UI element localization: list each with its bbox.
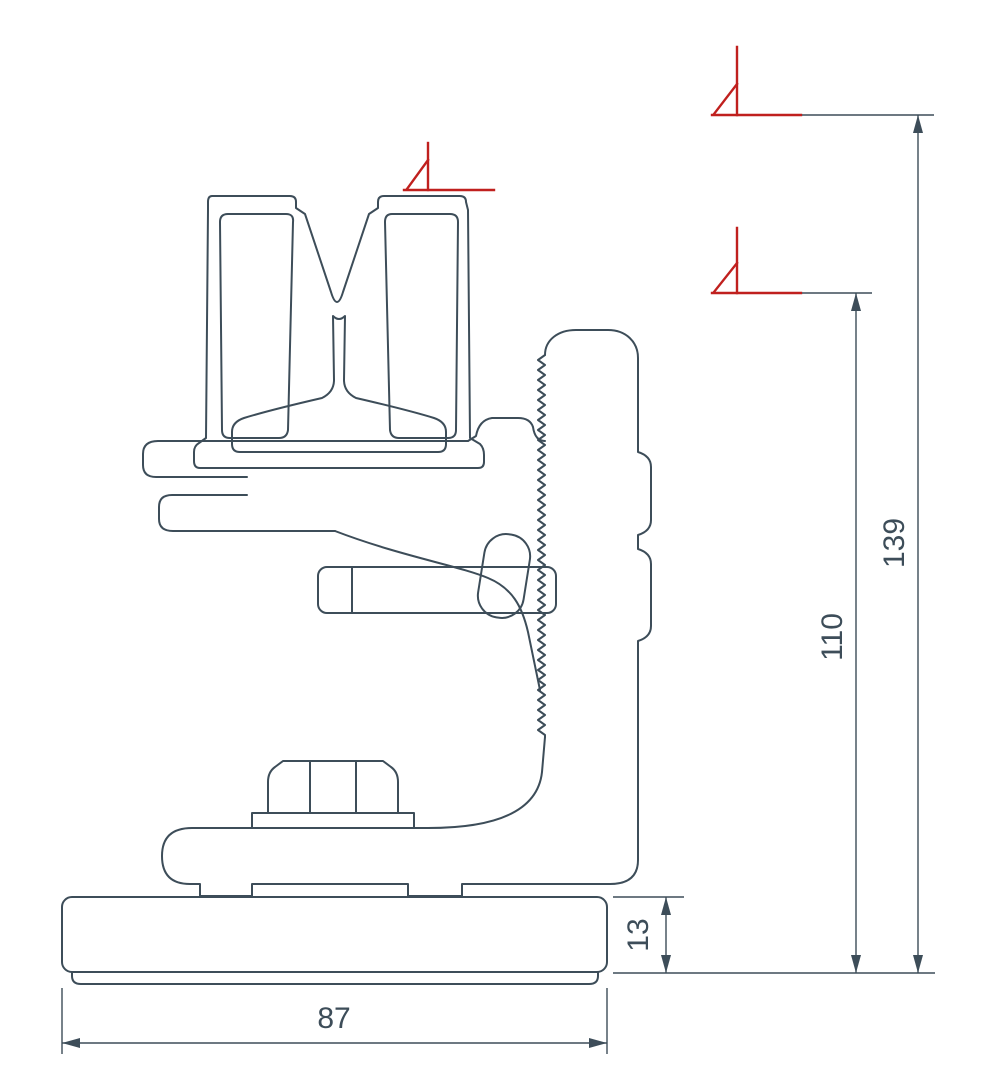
bolt-washer <box>251 812 415 829</box>
arrowhead-top <box>851 293 861 311</box>
datum-tick <box>712 82 739 116</box>
dim-base-thickness-label: 13 <box>622 918 655 951</box>
rail-right-cavity <box>384 213 459 439</box>
rail-outer-contour <box>193 195 485 469</box>
clamp-right-hook <box>467 417 546 442</box>
clamp-arm-edge <box>334 530 541 691</box>
dimension-overall-height: 139 <box>802 114 934 973</box>
base-plate <box>61 896 608 973</box>
dimension-mid-height: 110 <box>613 292 935 974</box>
arrowhead-right <box>589 1038 607 1048</box>
arrowhead-top <box>661 897 671 915</box>
clamp-body <box>142 329 652 897</box>
rail-bottom-chamber <box>231 315 447 453</box>
arrowhead-left <box>62 1038 80 1048</box>
base-assembly <box>61 896 608 985</box>
clamp-slot <box>476 533 532 619</box>
clamp-lower-jaw <box>158 494 336 532</box>
datum-tick <box>712 261 739 294</box>
rail-profile <box>193 195 485 469</box>
serration-edge <box>537 354 546 738</box>
datum-symbol-rail-top <box>402 141 496 192</box>
datum-tick <box>405 158 430 191</box>
dimension-base-width: 87 <box>61 988 608 1054</box>
hex-bolt <box>251 760 415 829</box>
arrowhead-bottom <box>913 955 923 973</box>
dim-base-width-label: 87 <box>317 1002 350 1035</box>
hex-bolt-head <box>267 760 399 814</box>
dimension-base-thickness: 13 <box>613 896 684 973</box>
dim-overall-height-label: 139 <box>878 518 911 568</box>
arrowhead-bottom <box>851 955 861 973</box>
arrowhead-bottom <box>661 955 671 973</box>
rail-left-cavity <box>219 213 295 439</box>
dim-mid-height-label: 110 <box>816 613 849 661</box>
clamp-upper-jaw <box>142 440 469 478</box>
side-bolt <box>317 566 557 614</box>
clamp-main-outline <box>161 329 652 897</box>
base-pad <box>71 971 599 985</box>
datum-symbol-mid-level <box>710 226 803 295</box>
datum-symbol-overall-top <box>710 45 803 117</box>
arrowhead-top <box>913 115 923 133</box>
